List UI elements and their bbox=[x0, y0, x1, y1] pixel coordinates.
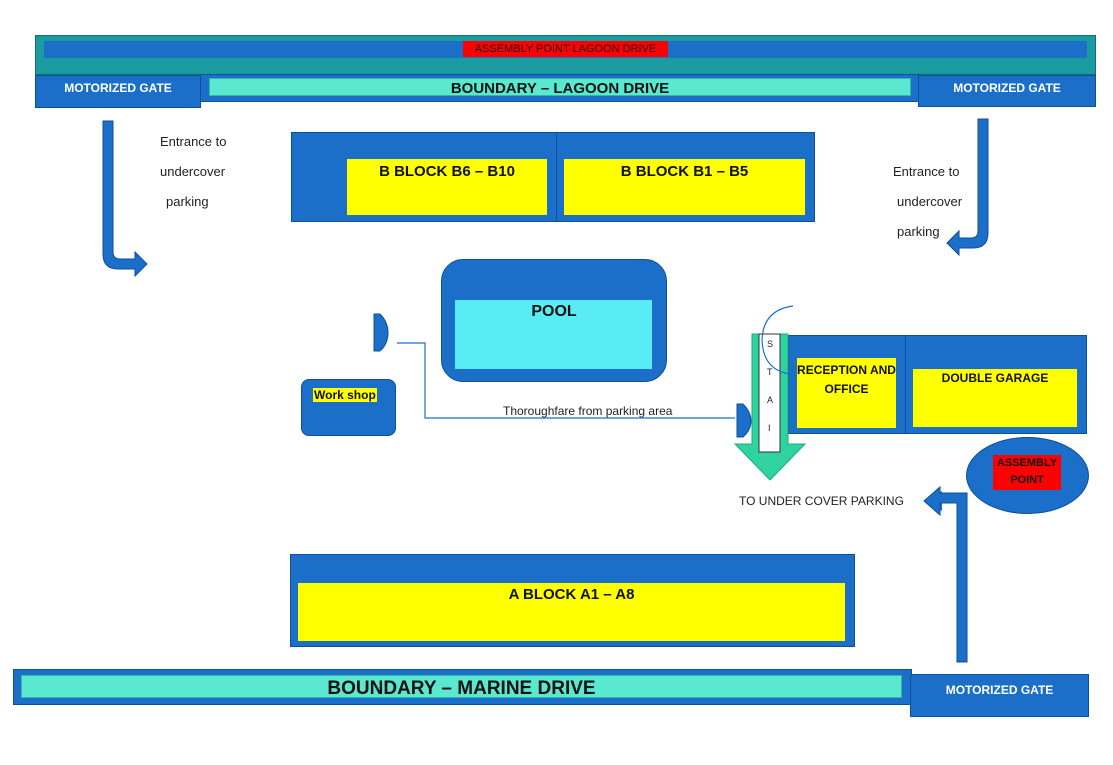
a-block-a1-a8: A BLOCK A1 – A8 bbox=[298, 583, 845, 641]
pool-water bbox=[455, 300, 652, 369]
stair-letter-i: I bbox=[768, 423, 771, 433]
b-block-divider bbox=[556, 132, 557, 222]
entrance-left-line-1: Entrance to bbox=[160, 134, 227, 149]
reception-and-office: RECEPTION AND OFFICE bbox=[797, 358, 896, 428]
to-under-cover-parking-label: TO UNDER COVER PARKING bbox=[739, 494, 904, 508]
b-block-b6-b10: B BLOCK B6 – B10 bbox=[347, 159, 547, 215]
left-entrance-arrow-icon bbox=[102, 120, 148, 278]
reception-curve-arrow-icon bbox=[761, 305, 794, 375]
entrance-right-line-1: Entrance to bbox=[893, 164, 960, 179]
entrance-right-line-2: undercover bbox=[897, 194, 963, 209]
under-cover-parking-arrow-icon bbox=[923, 485, 968, 663]
motorized-gate-top-right: MOTORIZED GATE bbox=[918, 75, 1096, 107]
door-icon bbox=[373, 313, 389, 352]
right-entrance-arrow-icon bbox=[946, 118, 989, 257]
workshop-label: Work shop bbox=[313, 388, 377, 402]
thoroughfare-label: Thoroughfare from parking area bbox=[503, 404, 673, 418]
stair-door-icon bbox=[736, 403, 752, 438]
thoroughfare-path bbox=[397, 342, 735, 419]
entrance-left-line-2: undercover bbox=[160, 164, 226, 179]
stairs-column bbox=[758, 333, 781, 453]
motorized-gate-top-left: MOTORIZED GATE bbox=[35, 75, 201, 108]
boundary-lagoon-drive-label: BOUNDARY – LAGOON DRIVE bbox=[209, 78, 911, 97]
entrance-right-line-3: parking bbox=[897, 224, 940, 239]
stair-letter-s: S bbox=[767, 339, 774, 349]
motorized-gate-bottom: MOTORIZED GATE bbox=[910, 674, 1089, 717]
assembly-point-label: ASSEMBLY POINT bbox=[993, 455, 1061, 490]
double-garage: DOUBLE GARAGE bbox=[913, 369, 1077, 427]
reception-garage-divider bbox=[905, 335, 906, 434]
entrance-left-line-3: parking bbox=[166, 194, 209, 209]
assembly-point-lagoon-drive-banner: ASSEMBLY POINT LAGOON DRIVE bbox=[463, 41, 668, 57]
stair-letter-t: T bbox=[767, 367, 773, 377]
pool-label: POOL bbox=[531, 303, 577, 320]
stair-letter-a: A bbox=[767, 395, 774, 405]
boundary-marine-drive-label: BOUNDARY – MARINE DRIVE bbox=[21, 675, 902, 699]
b-block-b1-b5: B BLOCK B1 – B5 bbox=[564, 159, 805, 215]
